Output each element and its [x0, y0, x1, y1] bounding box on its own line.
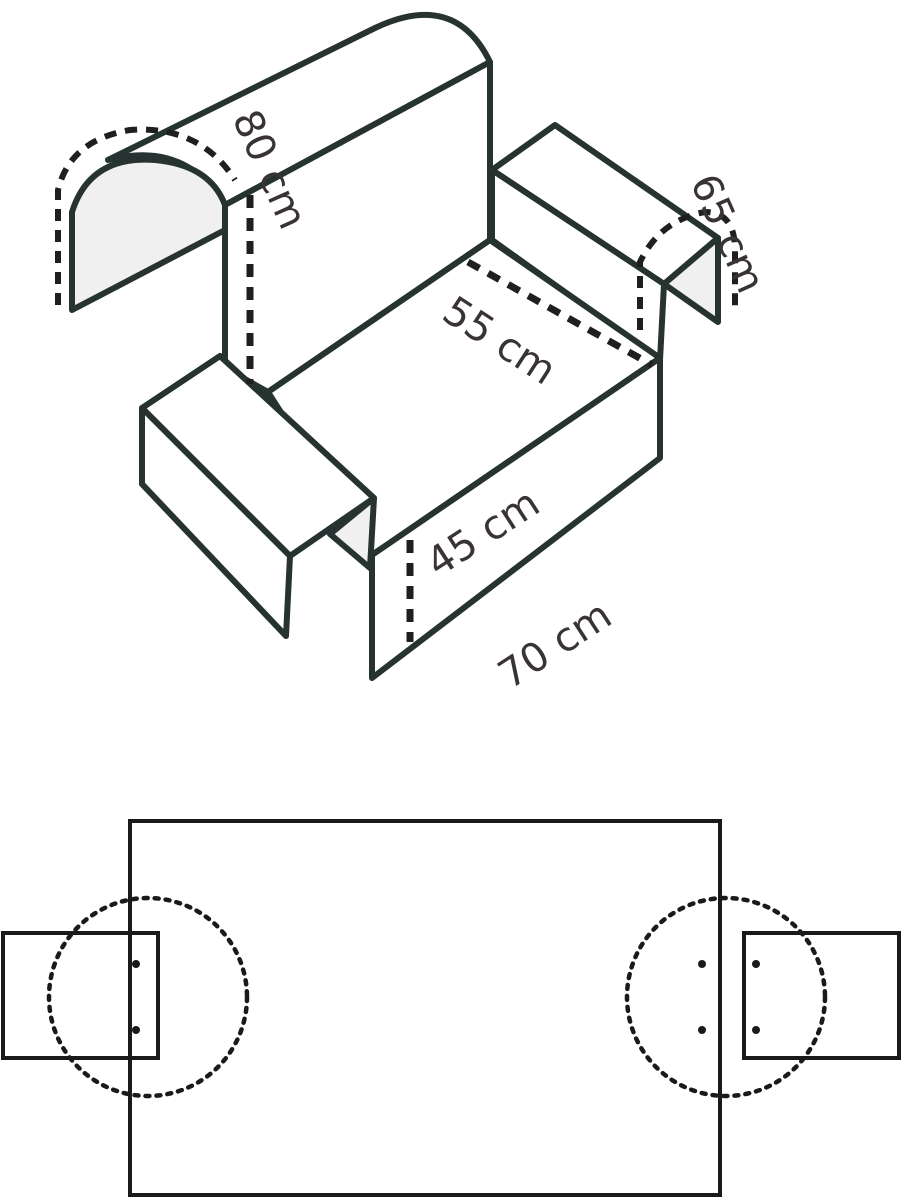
plan-left-dotted-circle [46, 895, 250, 1099]
right-armrest-end [661, 235, 721, 325]
backrest-height-guide [55, 126, 238, 305]
backrest-arch-end [69, 156, 228, 313]
seat-depth-guide [466, 258, 654, 369]
plan-right-outer-dot-bottom [752, 1026, 760, 1034]
plan-attachment-dots [132, 960, 760, 1034]
plan-right-dotted-circle [624, 895, 828, 1099]
dashed-guides [55, 126, 738, 642]
width-label: 70 cm [490, 592, 620, 698]
armchair-plan-view [1, 819, 901, 1197]
plan-right-armrest-rect [742, 931, 901, 1060]
backrest [69, 12, 493, 395]
left-armrest [139, 353, 377, 639]
plan-left-armrest-rect [1, 931, 160, 1060]
left-armrest-end [327, 495, 377, 571]
plan-left-dot-bottom [132, 1026, 140, 1034]
plan-right-outer-dot-top [752, 960, 760, 968]
plan-right-inner-dot-top [698, 960, 706, 968]
plan-seat-rect [128, 819, 722, 1197]
armchair-isometric-view: 80 cm 65 cm 55 cm 45 cm 70 cm [55, 12, 774, 698]
armrest-height-guide [637, 208, 738, 330]
plan-right-inner-dot-bottom [698, 1026, 706, 1034]
seat [265, 237, 663, 681]
plan-left-dot-top [132, 960, 140, 968]
